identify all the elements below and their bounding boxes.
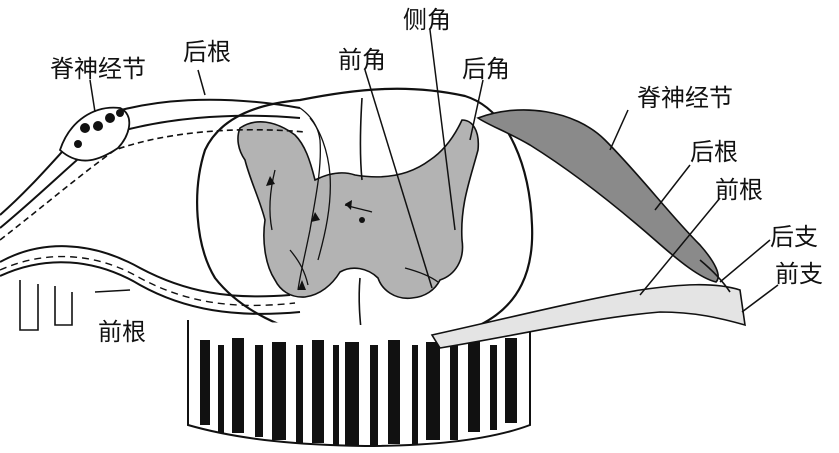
label-posterior-branch: 后支 (770, 223, 818, 251)
label-left-anterior-root: 前根 (98, 318, 146, 346)
label-anterior-horn: 前角 (338, 46, 386, 74)
label-lateral-horn: 侧角 (403, 6, 451, 34)
label-right-posterior-root: 后根 (690, 138, 738, 166)
label-anterior-branch: 前支 (775, 260, 823, 288)
label-posterior-horn: 后角 (462, 55, 510, 83)
central-canal (359, 217, 365, 223)
left-nerve-stumps (20, 280, 72, 330)
label-left-posterior-root: 后根 (183, 38, 231, 66)
label-right-ganglion: 脊神经节 (637, 84, 733, 112)
label-left-ganglion: 脊神经节 (50, 55, 146, 83)
label-right-anterior-root: 前根 (715, 176, 763, 204)
